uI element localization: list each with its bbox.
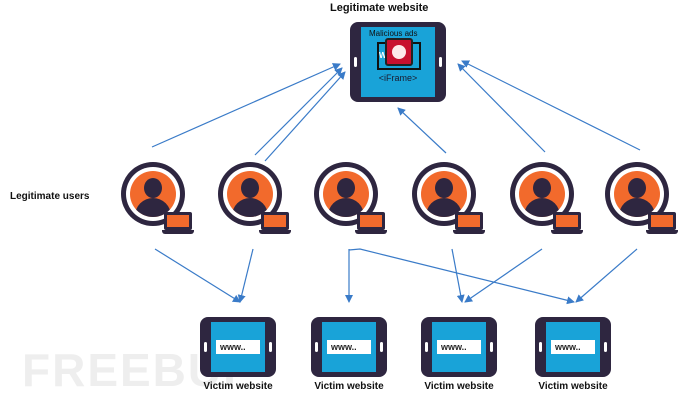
legitimate-website-title: Legitimate website [330,2,429,14]
legitimate-users-label: Legitimate users [10,191,90,202]
tablet-button-icon [439,57,442,67]
arrow-user2-to-site-b [264,71,346,162]
laptop-icon [646,212,678,236]
victim-website-label: Victim website [424,381,494,392]
person-icon [533,178,551,198]
victim-url-bar: www.. [437,340,481,354]
arrow-user2-to-victim1 [237,248,254,303]
arrow-user4-to-victim3 [451,248,465,303]
user-avatar-4 [412,162,476,226]
person-icon [144,178,162,198]
legitimate-website-tablet: Malicious ads Ww <iFrame> [350,22,446,102]
arrow-user6-to-victim4 [575,248,638,303]
victim-url-bar: www.. [216,340,260,354]
victim-website-label: Victim website [203,381,273,392]
laptop-icon [259,212,291,236]
person-icon [337,178,355,198]
victim-website-tablet-1: www.. [200,317,276,377]
arrow-user5-to-site [457,63,546,153]
victim-website-tablet-2: www.. [311,317,387,377]
arrow-user2-to-site [254,67,343,156]
malicious-ads-label: Malicious ads [369,29,418,38]
person-icon [628,178,646,198]
arrow-user4-to-site [397,107,447,154]
victim-url-bar: www.. [551,340,595,354]
victim-website-tablet-3: www.. [421,317,497,377]
user-avatar-3 [314,162,378,226]
laptop-icon [551,212,583,236]
legitimate-website-screen: Malicious ads Ww <iFrame> [361,27,435,97]
person-icon [435,178,453,198]
victim-website-label: Victim website [538,381,608,392]
person-icon [241,178,259,198]
bug-icon [392,45,406,59]
arrow-user3-to-victim4 [348,248,575,305]
victim-website-label: Victim website [314,381,384,392]
arrow-user5-to-victim3 [464,248,543,303]
iframe-label: <iFrame> [378,73,418,83]
laptop-icon [355,212,387,236]
arrow-user1-to-victim1 [154,248,241,303]
arrow-user6-to-site [461,60,641,151]
laptop-icon [453,212,485,236]
victim-website-tablet-4: www.. [535,317,611,377]
victim-url-bar: www.. [327,340,371,354]
malware-ad-icon [385,38,413,66]
arrow-user1-to-site [151,63,341,148]
laptop-icon [162,212,194,236]
tablet-button-icon [354,57,357,67]
